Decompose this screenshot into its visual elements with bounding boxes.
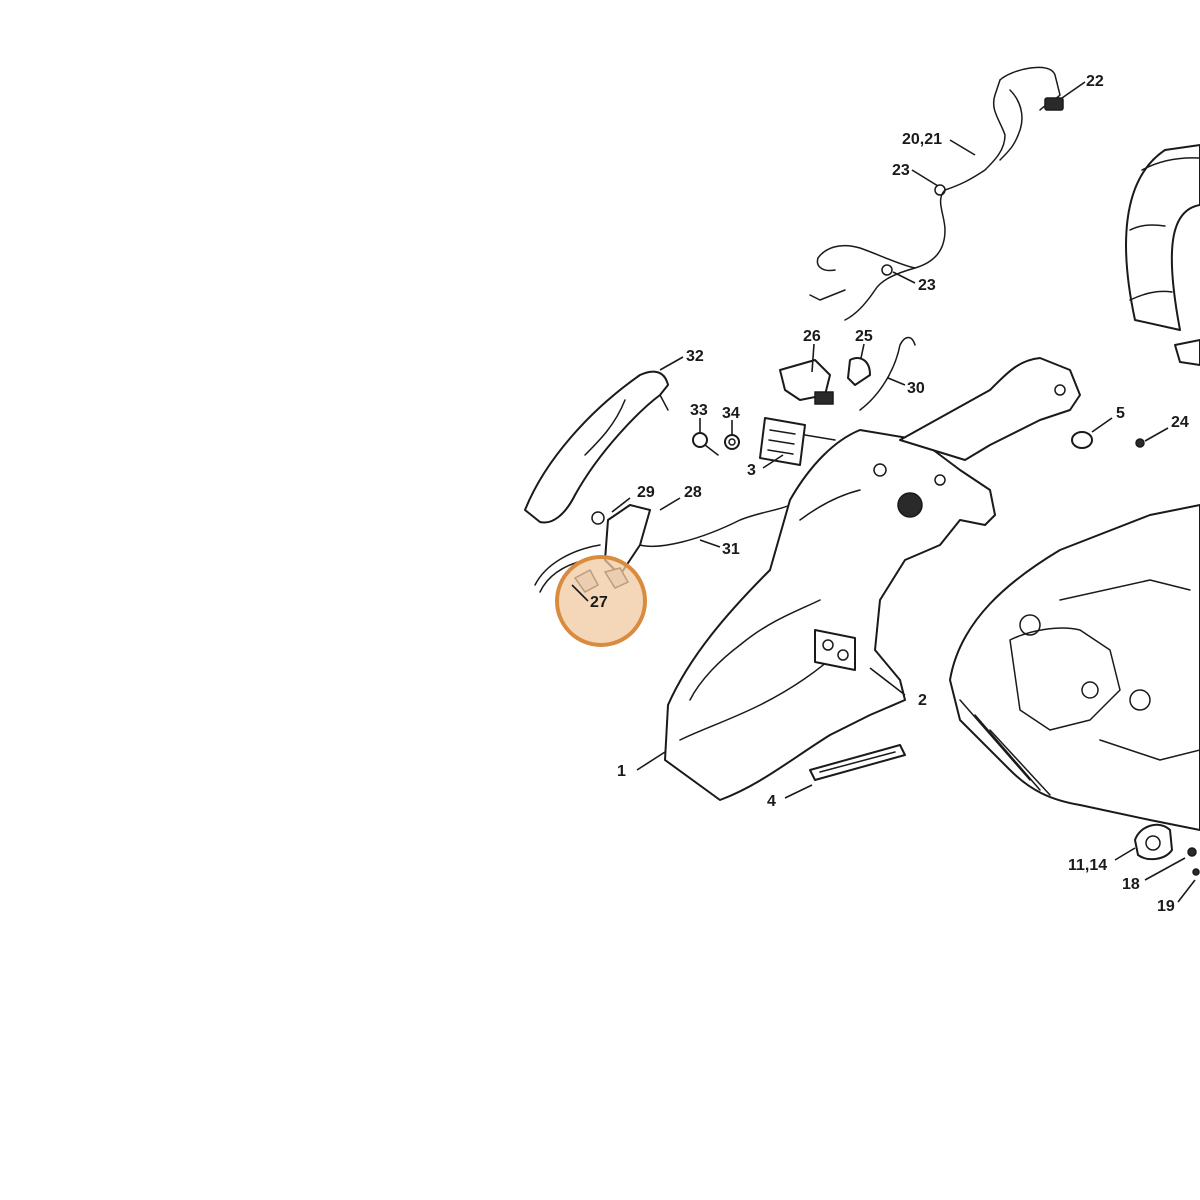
callout-33[interactable]: 33 xyxy=(690,402,708,419)
callout-30[interactable]: 30 xyxy=(907,380,925,397)
part-32-cover xyxy=(524,370,669,524)
callout-31[interactable]: 31 xyxy=(722,541,740,558)
engine-housing xyxy=(949,504,1200,831)
callout-11-14[interactable]: 11,14 xyxy=(1068,857,1107,874)
parts-11-14-18-19 xyxy=(1134,823,1200,876)
callout-25[interactable]: 25 xyxy=(855,328,873,345)
handlebar xyxy=(1125,144,1200,366)
switch-assembly xyxy=(779,336,916,411)
callout-28[interactable]: 28 xyxy=(684,484,702,501)
small-parts-33-34 xyxy=(692,432,740,456)
callout-26[interactable]: 26 xyxy=(803,328,821,345)
part-4-grip-strip xyxy=(809,744,906,781)
highlight-circle-27 xyxy=(555,555,647,647)
callout-4[interactable]: 4 xyxy=(767,793,776,810)
rear-handle-housing xyxy=(664,357,1081,801)
callout-23-upper[interactable]: 23 xyxy=(892,162,910,179)
callout-24[interactable]: 24 xyxy=(1171,414,1189,431)
callout-22[interactable]: 22 xyxy=(1086,73,1104,90)
callout-23-lower[interactable]: 23 xyxy=(918,277,936,294)
callout-3[interactable]: 3 xyxy=(747,462,756,479)
part-3-label-plate xyxy=(759,417,836,466)
parts-5-24 xyxy=(1071,431,1145,449)
callout-5[interactable]: 5 xyxy=(1116,405,1125,422)
callout-2[interactable]: 2 xyxy=(918,692,927,709)
callout-29[interactable]: 29 xyxy=(637,484,655,501)
wiring-harness xyxy=(809,66,1064,321)
callout-19[interactable]: 19 xyxy=(1157,898,1175,915)
callout-18[interactable]: 18 xyxy=(1122,876,1140,893)
callout-27[interactable]: 27 xyxy=(590,594,608,611)
leader-lines xyxy=(571,81,1196,903)
callout-34[interactable]: 34 xyxy=(722,405,740,422)
callout-32[interactable]: 32 xyxy=(686,348,704,365)
callout-20-21[interactable]: 20,21 xyxy=(902,131,942,148)
callout-1[interactable]: 1 xyxy=(617,763,626,780)
callout-labels: 1 2 3 4 5 11,14 18 19 20,21 22 23 23 24 … xyxy=(590,73,1189,915)
